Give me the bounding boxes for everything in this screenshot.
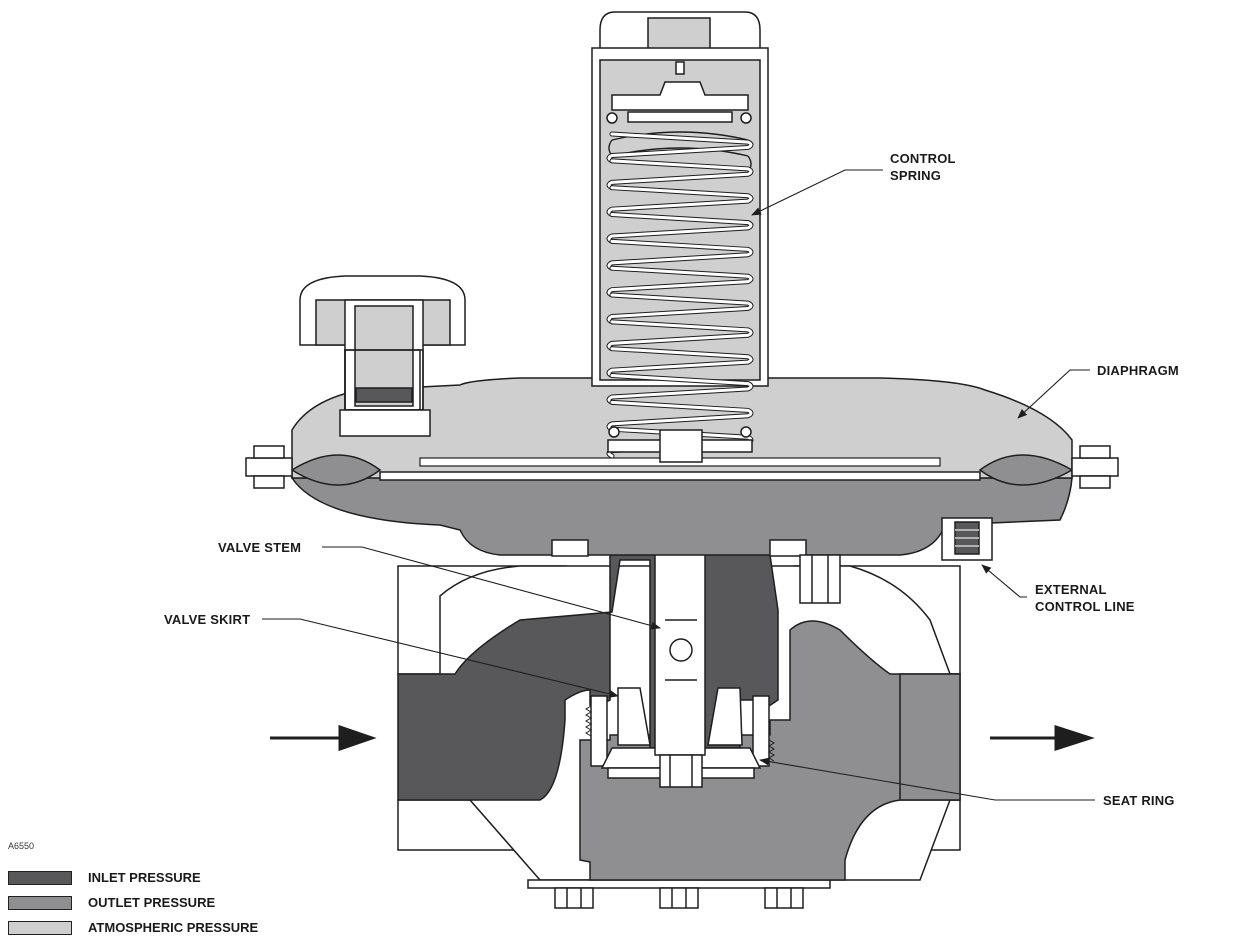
legend-swatch-atmospheric [8,921,72,935]
spring-coil-highlight [607,159,753,190]
label-diaphragm-text: DIAPHRAGM [1097,363,1179,378]
seat-ring-right [752,695,770,767]
casing-bolts [245,445,1119,489]
impulse-plug [799,554,841,604]
flow-arrows [270,724,1095,752]
leader-valve-stem [322,546,661,630]
legend-label-atmospheric: ATMOSPHERIC PRESSURE [88,920,259,935]
spring-coil-highlight [607,293,753,324]
spring-coil-highlight [607,132,753,163]
label-valve-stem: VALVE STEM [218,539,301,556]
spring-coil-highlight [607,400,753,431]
label-valve-skirt: VALVE SKIRT [164,611,250,628]
spring-coil-highlight [607,186,753,217]
label-external-control-line: EXTERNAL CONTROL LINE [1035,581,1135,615]
seat-threads [585,705,775,762]
label-control-spring-line2: SPRING [890,168,942,183]
lower-spring-seat [607,426,753,463]
lower-casing-bolts [551,539,807,557]
relief-valve [299,275,466,437]
legend-swatch-inlet [8,871,72,885]
figure-id: A6550 [8,841,35,851]
valve-skirt-left [617,687,651,746]
spring-coil-highlight [607,374,753,404]
outlet-pressure-chamber [579,620,961,881]
bottom-plate [527,879,831,889]
spring-coil-highlight [607,320,753,351]
leader-diaphragm [1017,369,1090,419]
outlet-flange-pressure [899,673,961,801]
valve-skirt-right [707,687,743,746]
diaphragm-left-bulge [290,454,382,486]
label-valve-stem-text: VALVE STEM [218,540,302,555]
upper-casing [291,377,1073,479]
label-control-spring-line1: CONTROL [890,151,956,166]
label-valve-skirt-text: VALVE SKIRT [164,612,251,627]
lower-casing [290,477,1073,556]
label-seat-ring: SEAT RING [1103,792,1175,809]
leader-control-spring [751,169,883,216]
label-control-spring: CONTROL SPRING [890,150,956,184]
external-control-line-port [941,517,993,561]
legend-label-inlet: INLET PRESSURE [88,870,201,885]
leader-seat-ring [759,757,1095,801]
spring-coil-highlight [607,266,753,297]
bottom-bolts [554,887,804,909]
stem-port [669,638,693,662]
spring-coil-highlight [607,347,753,378]
leader-lines [262,169,1095,801]
leader-valve-skirt [262,618,619,698]
stem-nut [659,754,703,788]
diaphragm-right-bulge [978,454,1074,486]
label-seat-ring-text: SEAT RING [1103,793,1175,808]
label-external-control-line-2: CONTROL LINE [1035,599,1135,614]
spring-coil-highlight [607,213,753,243]
spring-coil-set [606,131,754,459]
legend-label-outlet: OUTLET PRESSURE [88,895,216,910]
spring-coil-highlight [607,239,753,270]
label-external-control-line-1: EXTERNAL [1035,582,1107,597]
legend-swatch-outlet [8,896,72,910]
seat-ring-left [590,695,608,767]
diaphragm-plate [379,471,981,481]
leader-external-control-line [981,564,1027,598]
label-diaphragm: DIAPHRAGM [1097,362,1179,379]
